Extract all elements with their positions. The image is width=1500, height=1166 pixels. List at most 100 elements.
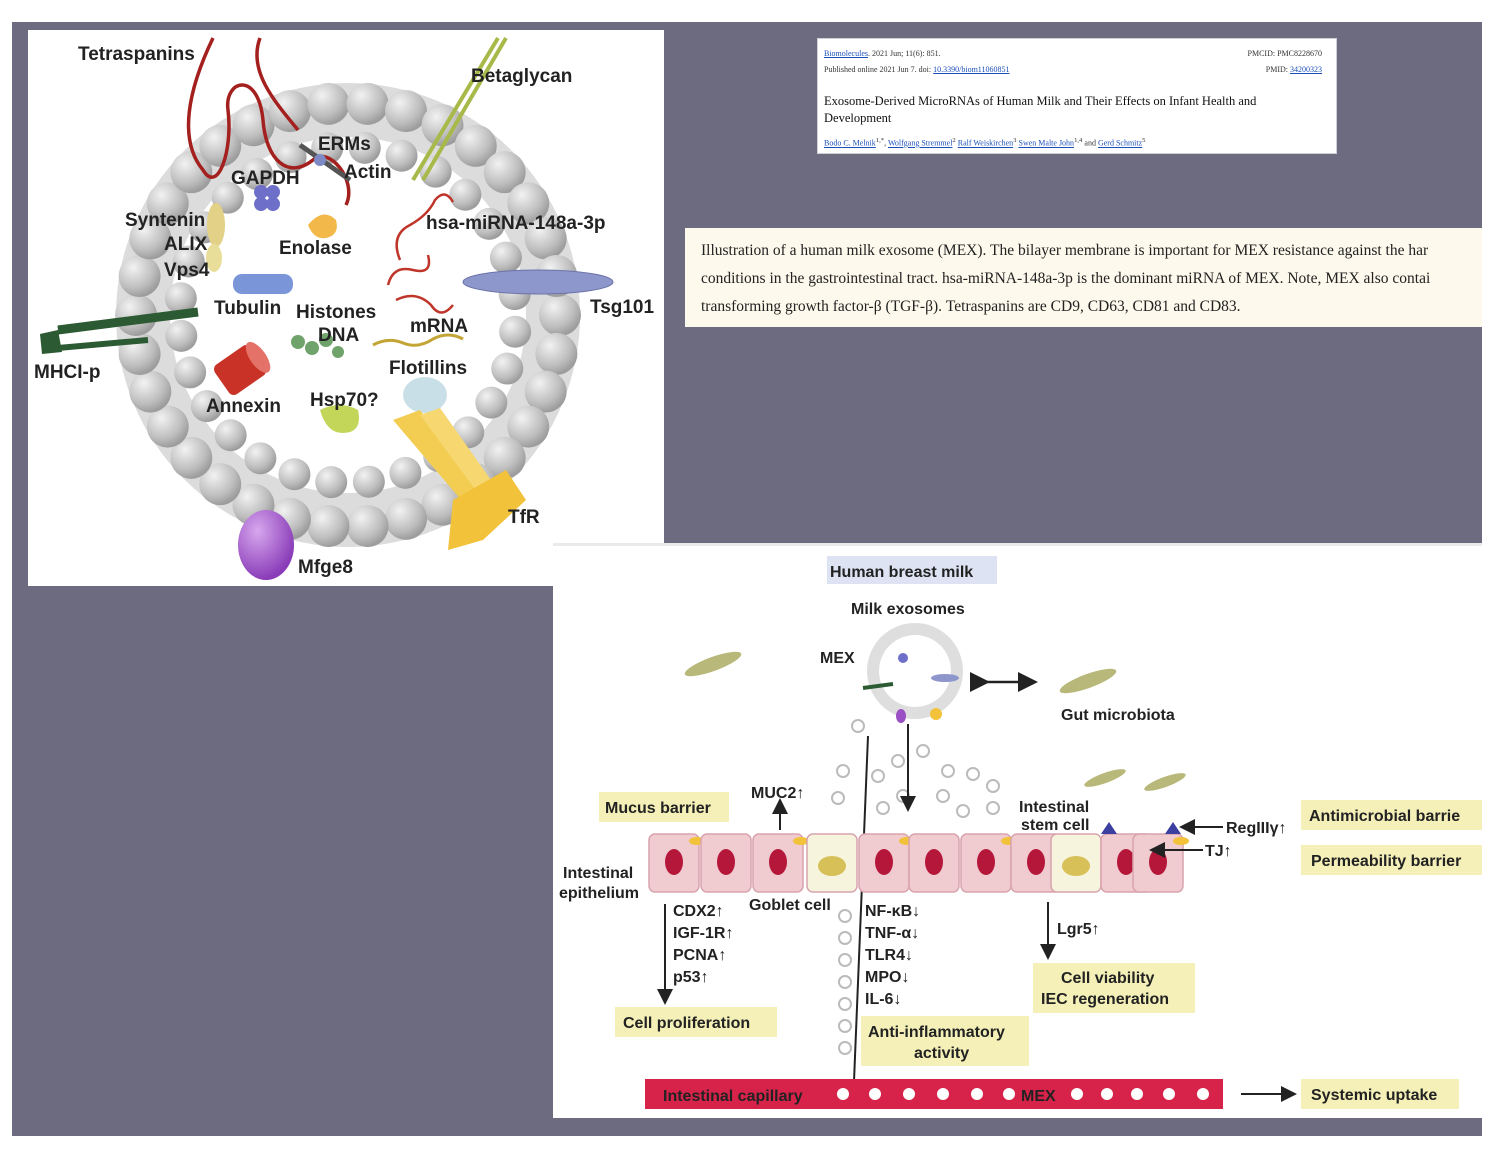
bacteria-icons: [684, 651, 1186, 791]
enolase-shape: [308, 214, 337, 239]
label-mrna: mRNA: [410, 316, 468, 337]
label-cell-viability: Cell viability: [1061, 970, 1154, 987]
label-nfkb: NF-κB↓: [865, 903, 920, 920]
label-human-breast-milk: Human breast milk: [830, 564, 973, 581]
erms-dot: [314, 154, 326, 166]
pmid-link[interactable]: 34200323: [1290, 65, 1322, 74]
lipid-beads: [115, 82, 581, 548]
label-iec-regeneration: IEC regeneration: [1041, 991, 1169, 1008]
label-tfr: TfR: [508, 507, 540, 528]
doi-link[interactable]: 10.3390/biom11060851: [933, 65, 1010, 74]
paper-header-card: Biomolecules. 2021 Jun; 11(6): 851. Publ…: [817, 38, 1337, 154]
mucus-barrier-box: [599, 792, 729, 822]
mfge8-shape: [238, 510, 294, 580]
tetraspanins-strand-2: [255, 37, 300, 132]
capillary-exosomes: [837, 1088, 1209, 1100]
author-link[interactable]: Wolfgang Stremmel: [887, 138, 953, 148]
label-il6: IL-6↓: [865, 991, 901, 1008]
label-muc2: MUC2↑: [751, 785, 804, 802]
journal-link[interactable]: Biomolecules: [824, 49, 868, 58]
antimicrobial-barrier-box: [1301, 800, 1482, 830]
label-gut-microbiota: Gut microbiota: [1061, 707, 1175, 724]
mrna-strand: [372, 333, 464, 347]
label-intestinal-capillary: Intestinal capillary: [663, 1088, 803, 1105]
pmcid: PMCID: PMC8228670: [1247, 49, 1322, 58]
label-mpo: MPO↓: [865, 969, 909, 986]
label-cell-proliferation: Cell proliferation: [623, 1015, 750, 1032]
syntenin-shape: [207, 203, 225, 247]
label-dna: DNA: [318, 325, 359, 346]
tubulin-shape: [233, 274, 293, 294]
tfr-shape: [393, 408, 526, 550]
label-intestinal-epithelium: Intestinal: [563, 865, 633, 882]
label-histones: Histones: [296, 302, 376, 323]
label-tnfa: TNF-α↓: [865, 925, 919, 942]
gapdh-shape: [254, 185, 280, 211]
betaglycan-line: [411, 36, 500, 182]
label-betaglycan: Betaglycan: [471, 66, 572, 87]
label-tj: TJ↑: [1205, 843, 1232, 860]
label-tubulin: Tubulin: [214, 298, 281, 319]
label-mirna: hsa-miRNA-148a-3p: [426, 213, 606, 234]
label-vps4: Vps4: [164, 260, 210, 281]
pmid-line: PMID: 34200323: [1265, 65, 1322, 74]
cell-viability-box: [1033, 963, 1195, 1013]
tsg101-shape: [462, 269, 614, 295]
author-link[interactable]: Gerd Schmitz: [1097, 138, 1143, 148]
label-annexin: Annexin: [206, 396, 281, 417]
label-actin: Actin: [344, 162, 392, 183]
label-erms: ERMs: [318, 134, 371, 155]
label-gapdh: GAPDH: [231, 168, 300, 189]
label-tlr4: TLR4↓: [865, 947, 913, 964]
author-link[interactable]: Swen Malte John: [1018, 138, 1075, 148]
label-enolase: Enolase: [279, 238, 352, 259]
label-intestinal-stem-cell: Intestinal: [1019, 799, 1089, 816]
label-syntenin: Syntenin: [125, 210, 205, 231]
label-igf1r: IGF-1R↑: [673, 925, 733, 942]
author-link[interactable]: Bodo C. Melnik: [824, 138, 876, 148]
label-p53: p53↑: [673, 969, 709, 986]
mirna-hairpins: [386, 193, 455, 314]
svg-text:stem cell: stem cell: [1021, 817, 1089, 834]
label-tsg101: Tsg101: [590, 297, 655, 318]
capillary-route: [852, 735, 869, 1107]
label-lgr5: Lgr5↑: [1057, 921, 1100, 938]
svg-text:epithelium: epithelium: [559, 885, 639, 902]
mex-effects-figure-panel: Human breast milk Milk exosomes MEX Gut …: [553, 543, 1482, 1118]
label-alix: ALIX: [164, 234, 208, 255]
label-goblet-cell: Goblet cell: [749, 897, 831, 914]
intestinal-epithelium: [648, 822, 1189, 893]
label-hsp70: Hsp70?: [310, 390, 379, 411]
anti-inflammatory-box: [861, 1016, 1029, 1066]
paper-title: Exosome-Derived MicroRNAs of Human Milk …: [824, 94, 1257, 125]
published-line: Published online 2021 Jun 7. doi: 10.339…: [824, 65, 1010, 74]
label-mex: MEX: [820, 650, 855, 667]
author-link[interactable]: Ralf Weiskirchen: [957, 138, 1014, 148]
cell-proliferation-box: [615, 1007, 777, 1037]
label-milk-exosomes: Milk exosomes: [851, 601, 965, 618]
label-pcna: PCNA↑: [673, 947, 726, 964]
permeability-barrier-box: [1301, 845, 1482, 875]
title-box: [827, 556, 997, 584]
hsp70-shape: [320, 405, 359, 434]
label-anti-inflammatory: Anti-inflammatory: [868, 1024, 1005, 1041]
tetraspanins-strand: [186, 37, 351, 206]
systemic-uptake-box: [1301, 1079, 1459, 1109]
label-antimicrobial-barrier: Antimicrobial barrie: [1309, 808, 1460, 825]
mex-effects-diagram: Human breast milk Milk exosomes MEX Gut …: [559, 556, 1482, 1109]
annexin-shape: [214, 341, 271, 396]
label-regiii: RegIIIγ↑: [1226, 820, 1286, 837]
label-permeability-barrier: Permeability barrier: [1311, 853, 1461, 870]
caption-line: Illustration of a human milk exosome (ME…: [701, 242, 1429, 259]
label-flotillins: Flotillins: [389, 358, 467, 379]
mex-illustration: Tetraspanins Betaglycan ERMs Actin GAPDH…: [34, 36, 655, 580]
label-mhci: MHCI-p: [34, 362, 100, 383]
figure-caption: Illustration of a human milk exosome (ME…: [685, 228, 1482, 327]
label-cdx2: CDX2↑: [673, 903, 724, 920]
histones-dna-shape: [291, 333, 344, 358]
caption-line: transforming growth factor-β (TGF-β). Te…: [701, 298, 1241, 315]
svg-text:activity: activity: [914, 1045, 969, 1062]
journal-line: Biomolecules. 2021 Jun; 11(6): 851.: [824, 49, 941, 58]
label-tetraspanins: Tetraspanins: [78, 44, 195, 65]
author-list: Bodo C. Melnik1,*, Wolfgang Stremmel2 Ra…: [824, 137, 1146, 148]
